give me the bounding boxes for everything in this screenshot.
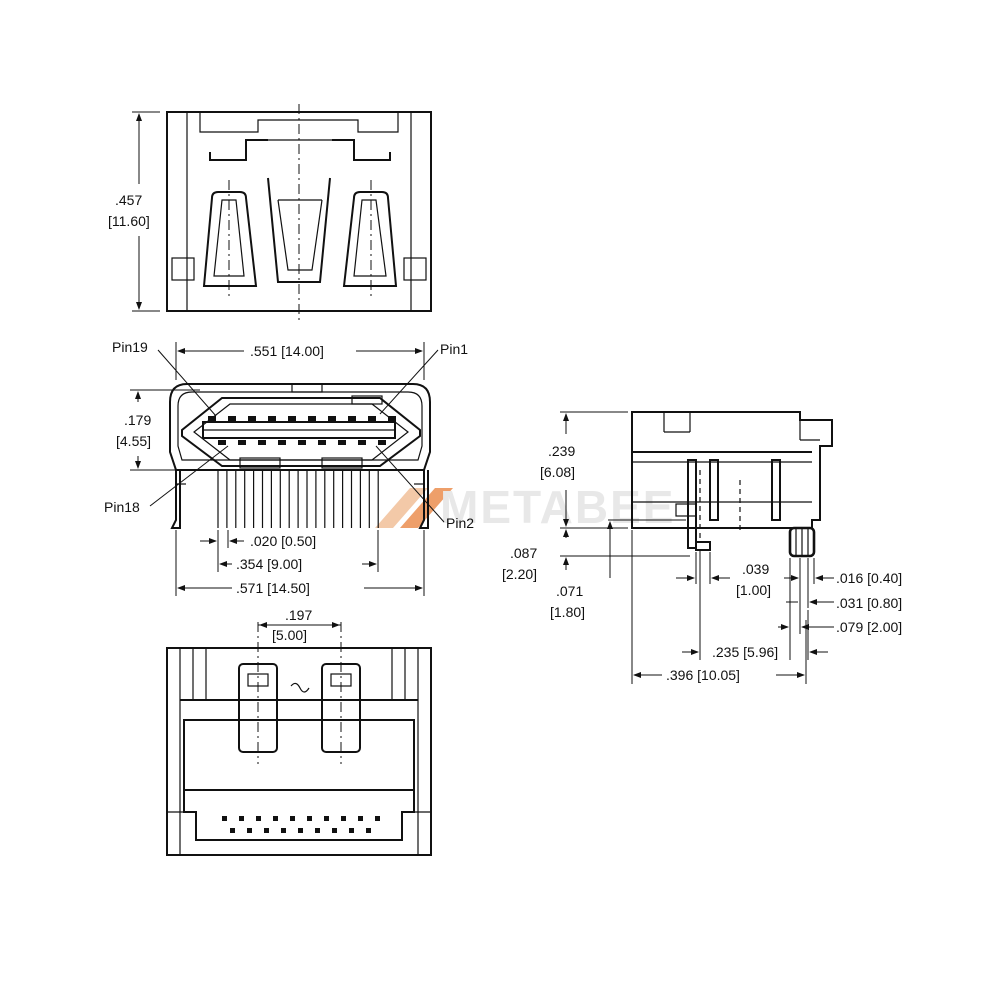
contact-pad <box>378 440 386 445</box>
pitch-dim: .020 [0.50] <box>250 533 316 549</box>
contact-pad <box>268 416 276 421</box>
bottom-pin-dot <box>349 828 354 833</box>
contact-pads-top <box>208 416 396 421</box>
contact-pad <box>328 416 336 421</box>
contact-pad <box>208 416 216 421</box>
dim-039-mm: [1.00] <box>736 582 771 598</box>
label-pin18: Pin18 <box>104 499 140 515</box>
bottom-pin-dot <box>247 828 252 833</box>
bottom-view: .197 [5.00] <box>166 607 432 856</box>
front-height179-mm: [4.55] <box>116 433 151 449</box>
bottom-pin-dot <box>358 816 363 821</box>
label-pin1: Pin1 <box>440 341 468 357</box>
bottom-pin-dot <box>264 828 269 833</box>
front-height179-in: .179 <box>124 412 151 428</box>
pin-span-dim: .354 [9.00] <box>236 556 302 572</box>
dim-071-mm: [1.80] <box>550 604 585 620</box>
bottom-pin-dot <box>315 828 320 833</box>
side-view: .239 [6.08] .087 [2.20] .071 [1.80] .039… <box>502 411 902 684</box>
contact-pad <box>388 416 396 421</box>
bottom-pin-dot <box>375 816 380 821</box>
contact-pad <box>368 416 376 421</box>
bottom-pin-dots <box>222 816 380 833</box>
bottom-pin-dot <box>307 816 312 821</box>
peg-spacing-mm: [5.00] <box>272 627 307 643</box>
dim-087-mm: [2.20] <box>502 566 537 582</box>
contact-pad <box>248 416 256 421</box>
watermark-text: METABEE <box>440 481 676 533</box>
contact-pad <box>308 416 316 421</box>
dim-071-in: .071 <box>556 583 583 599</box>
dim-039-in: .039 <box>742 561 769 577</box>
front-top-view: .457 [11.60] <box>108 104 432 320</box>
contact-pad <box>318 440 326 445</box>
side-height-in: .239 <box>548 443 575 459</box>
contact-pad <box>288 416 296 421</box>
contact-pad <box>298 440 306 445</box>
contact-pad <box>258 440 266 445</box>
front-height-in: .457 <box>115 192 142 208</box>
bottom-pin-dot <box>256 816 261 821</box>
contact-pad <box>338 440 346 445</box>
dim-031: .031 [0.80] <box>836 595 902 611</box>
bottom-pin-dot <box>230 828 235 833</box>
side-height-mm: [6.08] <box>540 464 575 480</box>
contact-pad <box>358 440 366 445</box>
contact-pad <box>218 440 226 445</box>
front-pin-view: Pin19 Pin1 Pin18 Pin2 .551 [14.00] .179 … <box>104 339 474 596</box>
bottom-pin-dot <box>341 816 346 821</box>
front-height-mm: [11.60] <box>108 213 150 229</box>
dim-235: .235 [5.96] <box>712 644 778 660</box>
front-width-dim: .551 [14.00] <box>250 343 324 359</box>
bottom-pin-dot <box>366 828 371 833</box>
dim-087-in: .087 <box>510 545 537 561</box>
bottom-pin-dot <box>290 816 295 821</box>
bottom-pin-dot <box>222 816 227 821</box>
contact-pads-bottom <box>218 440 386 445</box>
bottom-pin-dot <box>273 816 278 821</box>
contact-pad <box>238 440 246 445</box>
contact-pad <box>278 440 286 445</box>
contact-pad <box>228 416 236 421</box>
pin-legs <box>217 470 379 528</box>
bottom-pin-dot <box>298 828 303 833</box>
dim-079: .079 [2.00] <box>836 619 902 635</box>
dim-016: .016 [0.40] <box>836 570 902 586</box>
bottom-pin-dot <box>239 816 244 821</box>
bottom-pin-dot <box>324 816 329 821</box>
bottom-pin-dot <box>332 828 337 833</box>
peg-spacing-in: .197 <box>285 607 312 623</box>
overall-width-dim: .571 [14.50] <box>236 580 310 596</box>
label-pin2: Pin2 <box>446 515 474 531</box>
bottom-pin-dot <box>281 828 286 833</box>
watermark: METABEE <box>375 481 676 533</box>
dim-396: .396 [10.05] <box>666 667 740 683</box>
contact-pad <box>348 416 356 421</box>
label-pin19: Pin19 <box>112 339 148 355</box>
